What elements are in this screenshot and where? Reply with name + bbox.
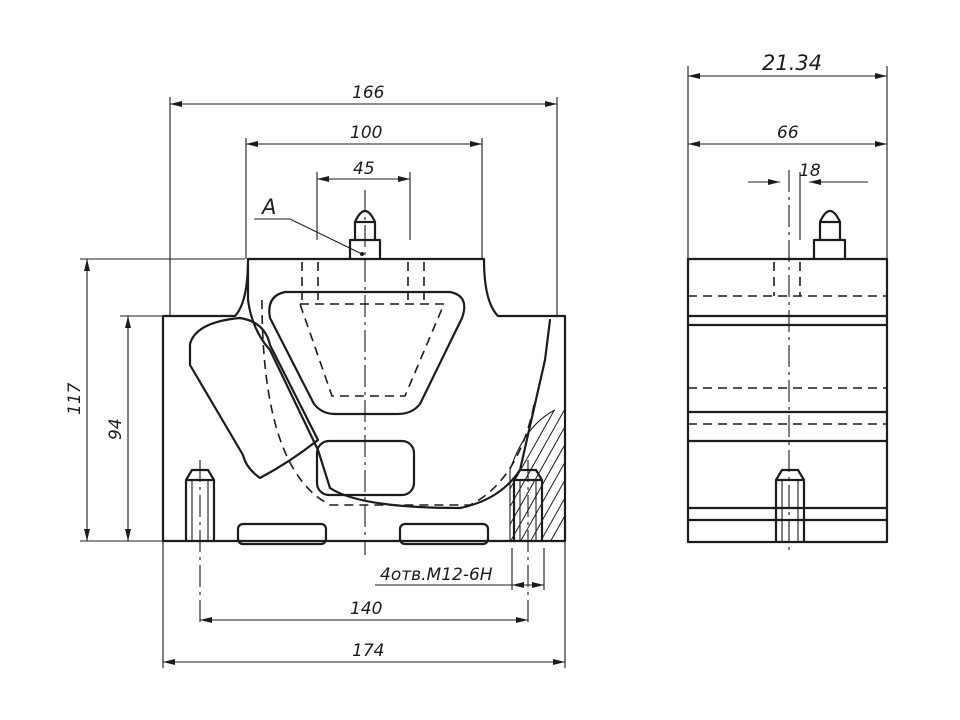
section-hatch xyxy=(510,410,565,541)
front-web-outline xyxy=(246,262,552,510)
side-body-outline xyxy=(686,257,889,544)
pin-bore-hidden-left xyxy=(301,262,319,300)
dim-21-34: 21.34 xyxy=(762,51,822,75)
bottom-slot-left xyxy=(236,522,328,546)
inclined-bore xyxy=(188,316,320,480)
side-threaded-hole xyxy=(774,468,806,543)
front-web-inner-dash xyxy=(261,299,536,506)
dim-140: 140 xyxy=(350,599,382,619)
side-view: 21.34 66 18 xyxy=(686,51,889,550)
dim-166: 166 xyxy=(352,83,385,103)
side-pin xyxy=(812,209,847,261)
front-body-outline xyxy=(161,257,567,543)
side-hidden-lines xyxy=(688,262,887,425)
dim-94: 94 xyxy=(106,418,126,440)
triangular-window xyxy=(268,290,466,416)
callout-a: A xyxy=(260,195,276,219)
side-extension-lines xyxy=(687,66,888,259)
dim-117: 117 xyxy=(65,382,85,415)
front-view: 166 100 45 117 94 140 174 A 4отв.М12-6Н xyxy=(65,83,567,668)
hole-note: 4отв.М12-6Н xyxy=(380,565,493,585)
callout-a-leader xyxy=(254,218,363,255)
dim-45: 45 xyxy=(353,159,375,179)
section-boundary xyxy=(509,409,556,541)
dim-66: 66 xyxy=(777,123,799,143)
dim-174: 174 xyxy=(352,641,384,661)
front-extension-lines xyxy=(80,97,566,668)
pin-bore-hidden-right xyxy=(407,262,425,300)
bottom-slot-right xyxy=(398,522,490,546)
dim-18: 18 xyxy=(799,161,821,181)
triangular-window-hidden xyxy=(298,303,446,397)
dim-100: 100 xyxy=(350,123,382,143)
